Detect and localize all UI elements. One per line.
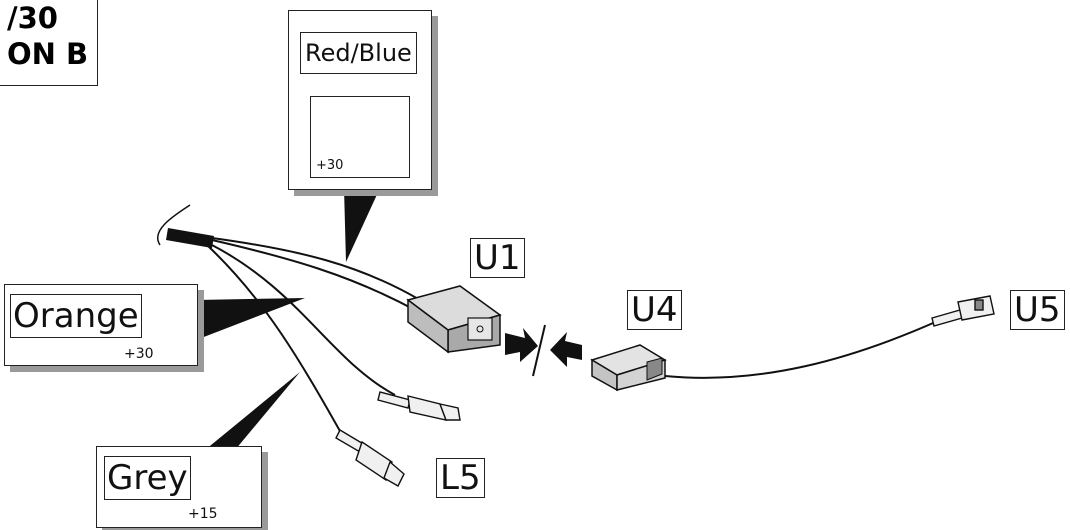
orange-terminal-shape xyxy=(377,391,461,421)
header-line1: /30 xyxy=(7,1,58,35)
callout-pointer-red-blue xyxy=(344,188,380,262)
wire-black xyxy=(211,239,416,311)
header-line2: ON B xyxy=(7,37,89,71)
callout-pointer-orange xyxy=(196,298,305,340)
arrow-left xyxy=(550,332,582,367)
wire-u4-u5 xyxy=(664,319,941,379)
connector-label-u1: U1 xyxy=(470,238,525,278)
callout-pointer-grey xyxy=(205,372,300,450)
wire-red-blue xyxy=(211,237,421,301)
harness-sleeve xyxy=(166,228,214,248)
connector-label-l5: L5 xyxy=(436,458,485,498)
arrow-right xyxy=(505,328,538,362)
connector-label-u5: U5 xyxy=(1010,290,1065,330)
callout-orange-label: Orange xyxy=(10,294,142,338)
callout-orange-voltage: +30 xyxy=(124,346,154,362)
callout-grey-voltage: +15 xyxy=(188,506,218,522)
u5-terminal-shape xyxy=(931,295,995,327)
u4-connector-shape xyxy=(590,344,667,392)
callout-grey-label: Grey xyxy=(104,456,191,500)
connector-label-u4: U4 xyxy=(627,290,682,330)
wire-orange xyxy=(209,243,396,396)
u1-connector-shape xyxy=(406,285,502,354)
grey-terminal-shape xyxy=(335,429,405,487)
slash-mark xyxy=(532,324,546,377)
callout-red-blue-label: Red/Blue xyxy=(300,32,417,74)
header-box: /30 ON B xyxy=(0,0,98,86)
wire-grey xyxy=(207,245,346,441)
callout-red-blue-socket-frame xyxy=(310,96,410,178)
callout-red-blue-voltage: +30 xyxy=(316,158,344,173)
